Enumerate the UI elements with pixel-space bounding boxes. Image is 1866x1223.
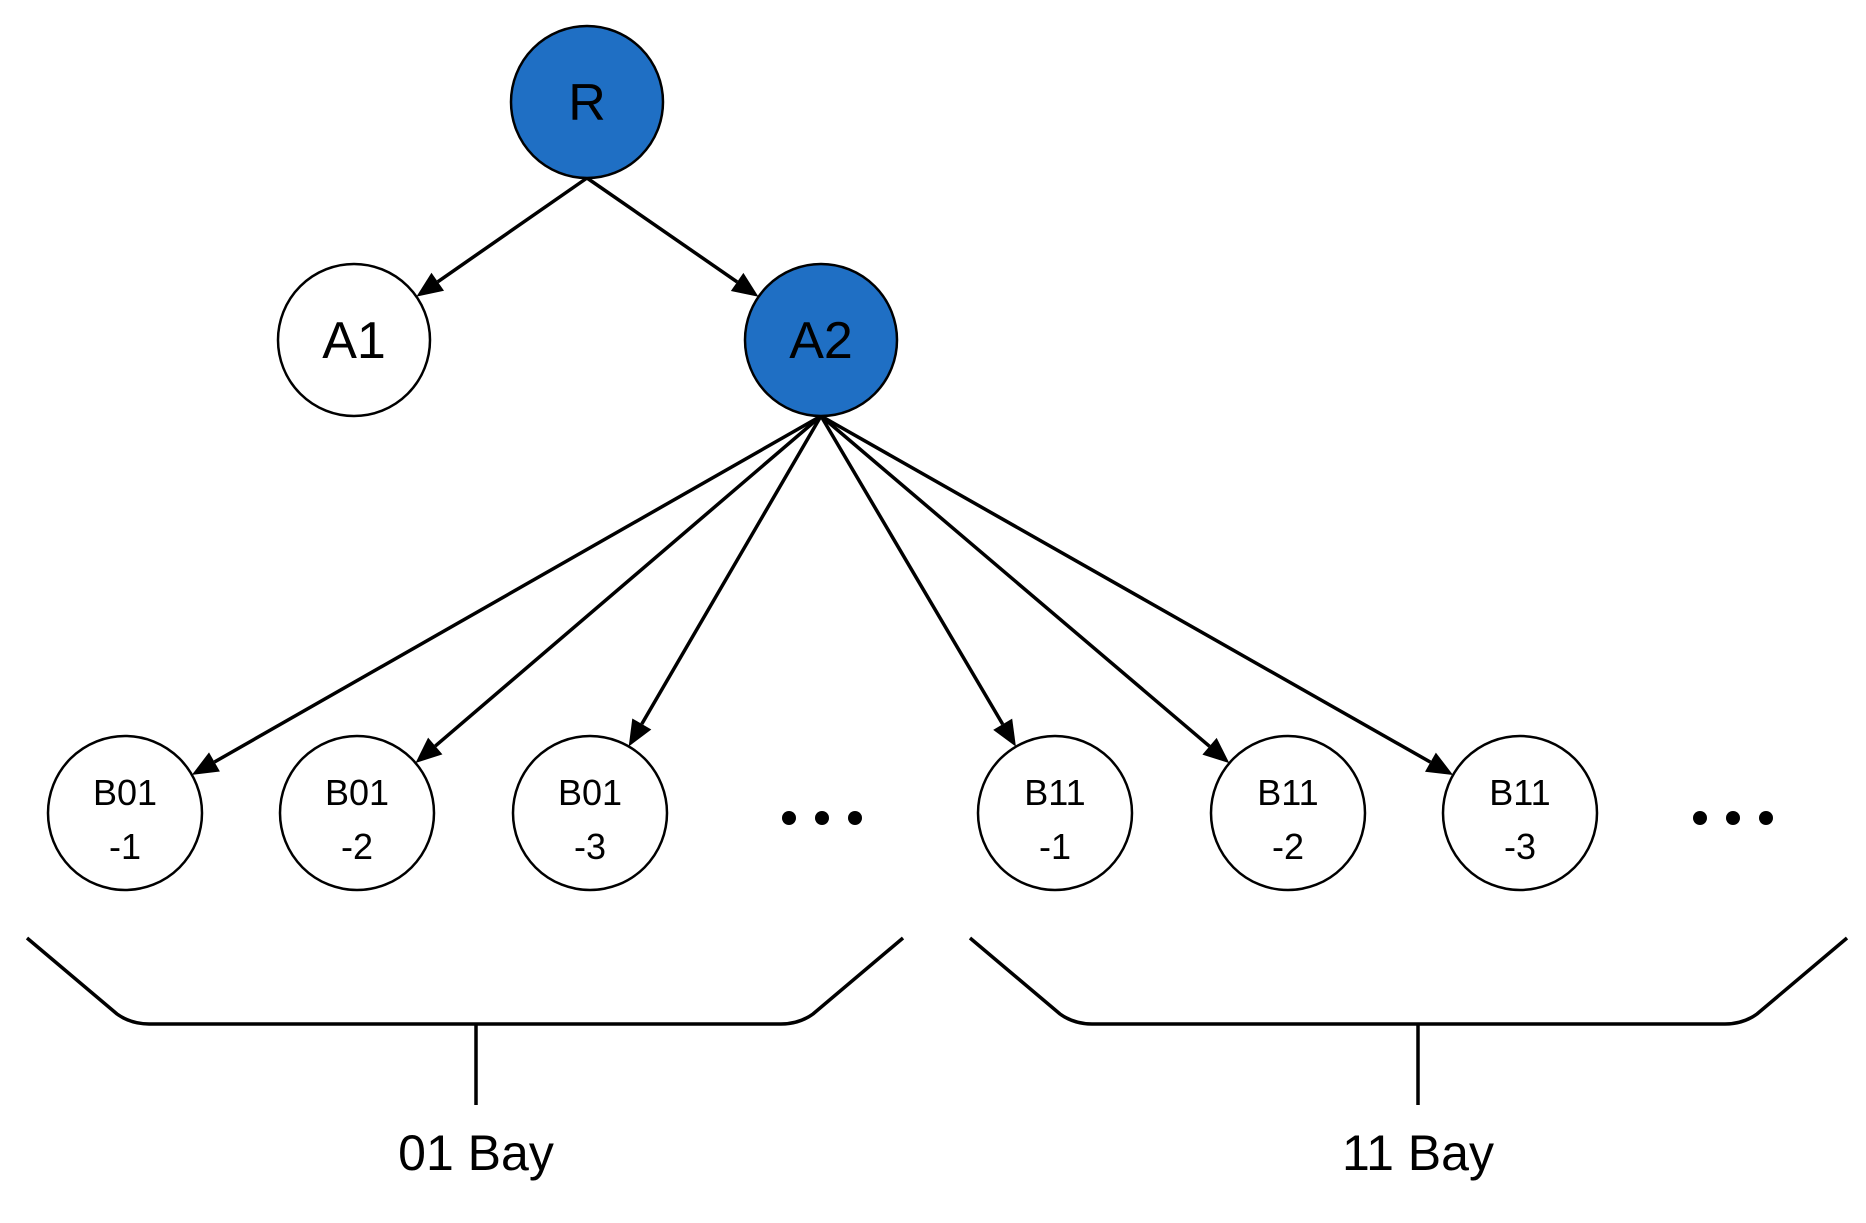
group-label: 01 Bay [398,1125,554,1181]
node-circle [976,734,1134,892]
node-circle [511,734,669,892]
node-label-line: B01 [325,772,389,813]
node-B01-1: B01-1 [46,734,204,892]
edge-A2-B11-1 [819,415,1016,747]
node-A2: A2 [743,262,899,418]
edge-A2-B01-1 [191,414,822,775]
node-label-line: B01 [93,772,157,813]
group-01-bay: 01 Bay [25,936,905,1181]
edge-line [819,415,1005,726]
node-label-line: B11 [1489,772,1550,813]
node-label-line: -3 [574,826,606,867]
node-circle [743,262,899,418]
ellipsis-dot [815,811,829,825]
node-label-line: B11 [1024,772,1085,813]
edge-R-A2 [586,176,759,297]
arrow-head [730,272,759,297]
edge-A2-B11-2 [819,414,1230,764]
node-A1: A1 [276,262,432,418]
ellipsis-dot [1726,811,1740,825]
ellipsis-after-B01 [782,811,862,825]
arrow-head [628,718,652,747]
edge-line [434,414,823,748]
edge-A2-B11-3 [820,414,1454,775]
node-circle [278,734,436,892]
node-label-line: -3 [1504,826,1536,867]
group-brace [968,936,1849,1026]
group-brace [25,936,905,1026]
arrow-head [415,737,443,763]
edge-R-A1 [416,176,588,297]
edge-line [586,176,739,284]
node-B01-3: B01-3 [511,734,669,892]
arrow-head [993,718,1016,747]
node-label-line: -2 [1272,826,1304,867]
node-B01-2: B01-2 [278,734,436,892]
groups-layer: 01 Bay 11 Bay [25,936,1849,1181]
arrow-head [1425,752,1454,775]
node-circle [1209,734,1367,892]
node-label: A2 [789,312,853,370]
group-11-bay: 11 Bay [968,936,1849,1181]
node-label-line: -1 [1039,826,1071,867]
node-circle [1441,734,1599,892]
edge-A2-B01-2 [415,414,823,763]
arrow-head [1202,737,1230,764]
edge-line [820,414,1432,764]
edge-line [640,415,823,725]
edge-A2-B01-3 [628,415,823,747]
node-label-line: -2 [341,826,373,867]
node-label-line: -1 [109,826,141,867]
node-label: R [568,74,606,132]
node-B11-3: B11-3 [1441,734,1599,892]
arrow-head [416,272,445,297]
node-B11-1: B11-1 [976,734,1134,892]
node-label: A1 [322,312,386,370]
node-circle [276,262,432,418]
node-circle [509,24,665,180]
node-B11-2: B11-2 [1209,734,1367,892]
ellipsis-dot [1759,811,1773,825]
edge-line [436,176,588,284]
ellipsis-dot [1693,811,1707,825]
node-label-line: B01 [558,772,622,813]
node-circle [46,734,204,892]
arrow-head [191,752,220,775]
ellipsis-layer [782,811,1773,825]
ellipsis-dot [782,811,796,825]
node-R: R [509,24,665,180]
edge-line [213,414,822,764]
edges-layer [191,176,1454,775]
group-label: 11 Bay [1342,1125,1494,1181]
edge-line [819,414,1211,748]
ellipsis-dot [848,811,862,825]
ellipsis-after-B11 [1693,811,1773,825]
node-label-line: B11 [1257,772,1318,813]
